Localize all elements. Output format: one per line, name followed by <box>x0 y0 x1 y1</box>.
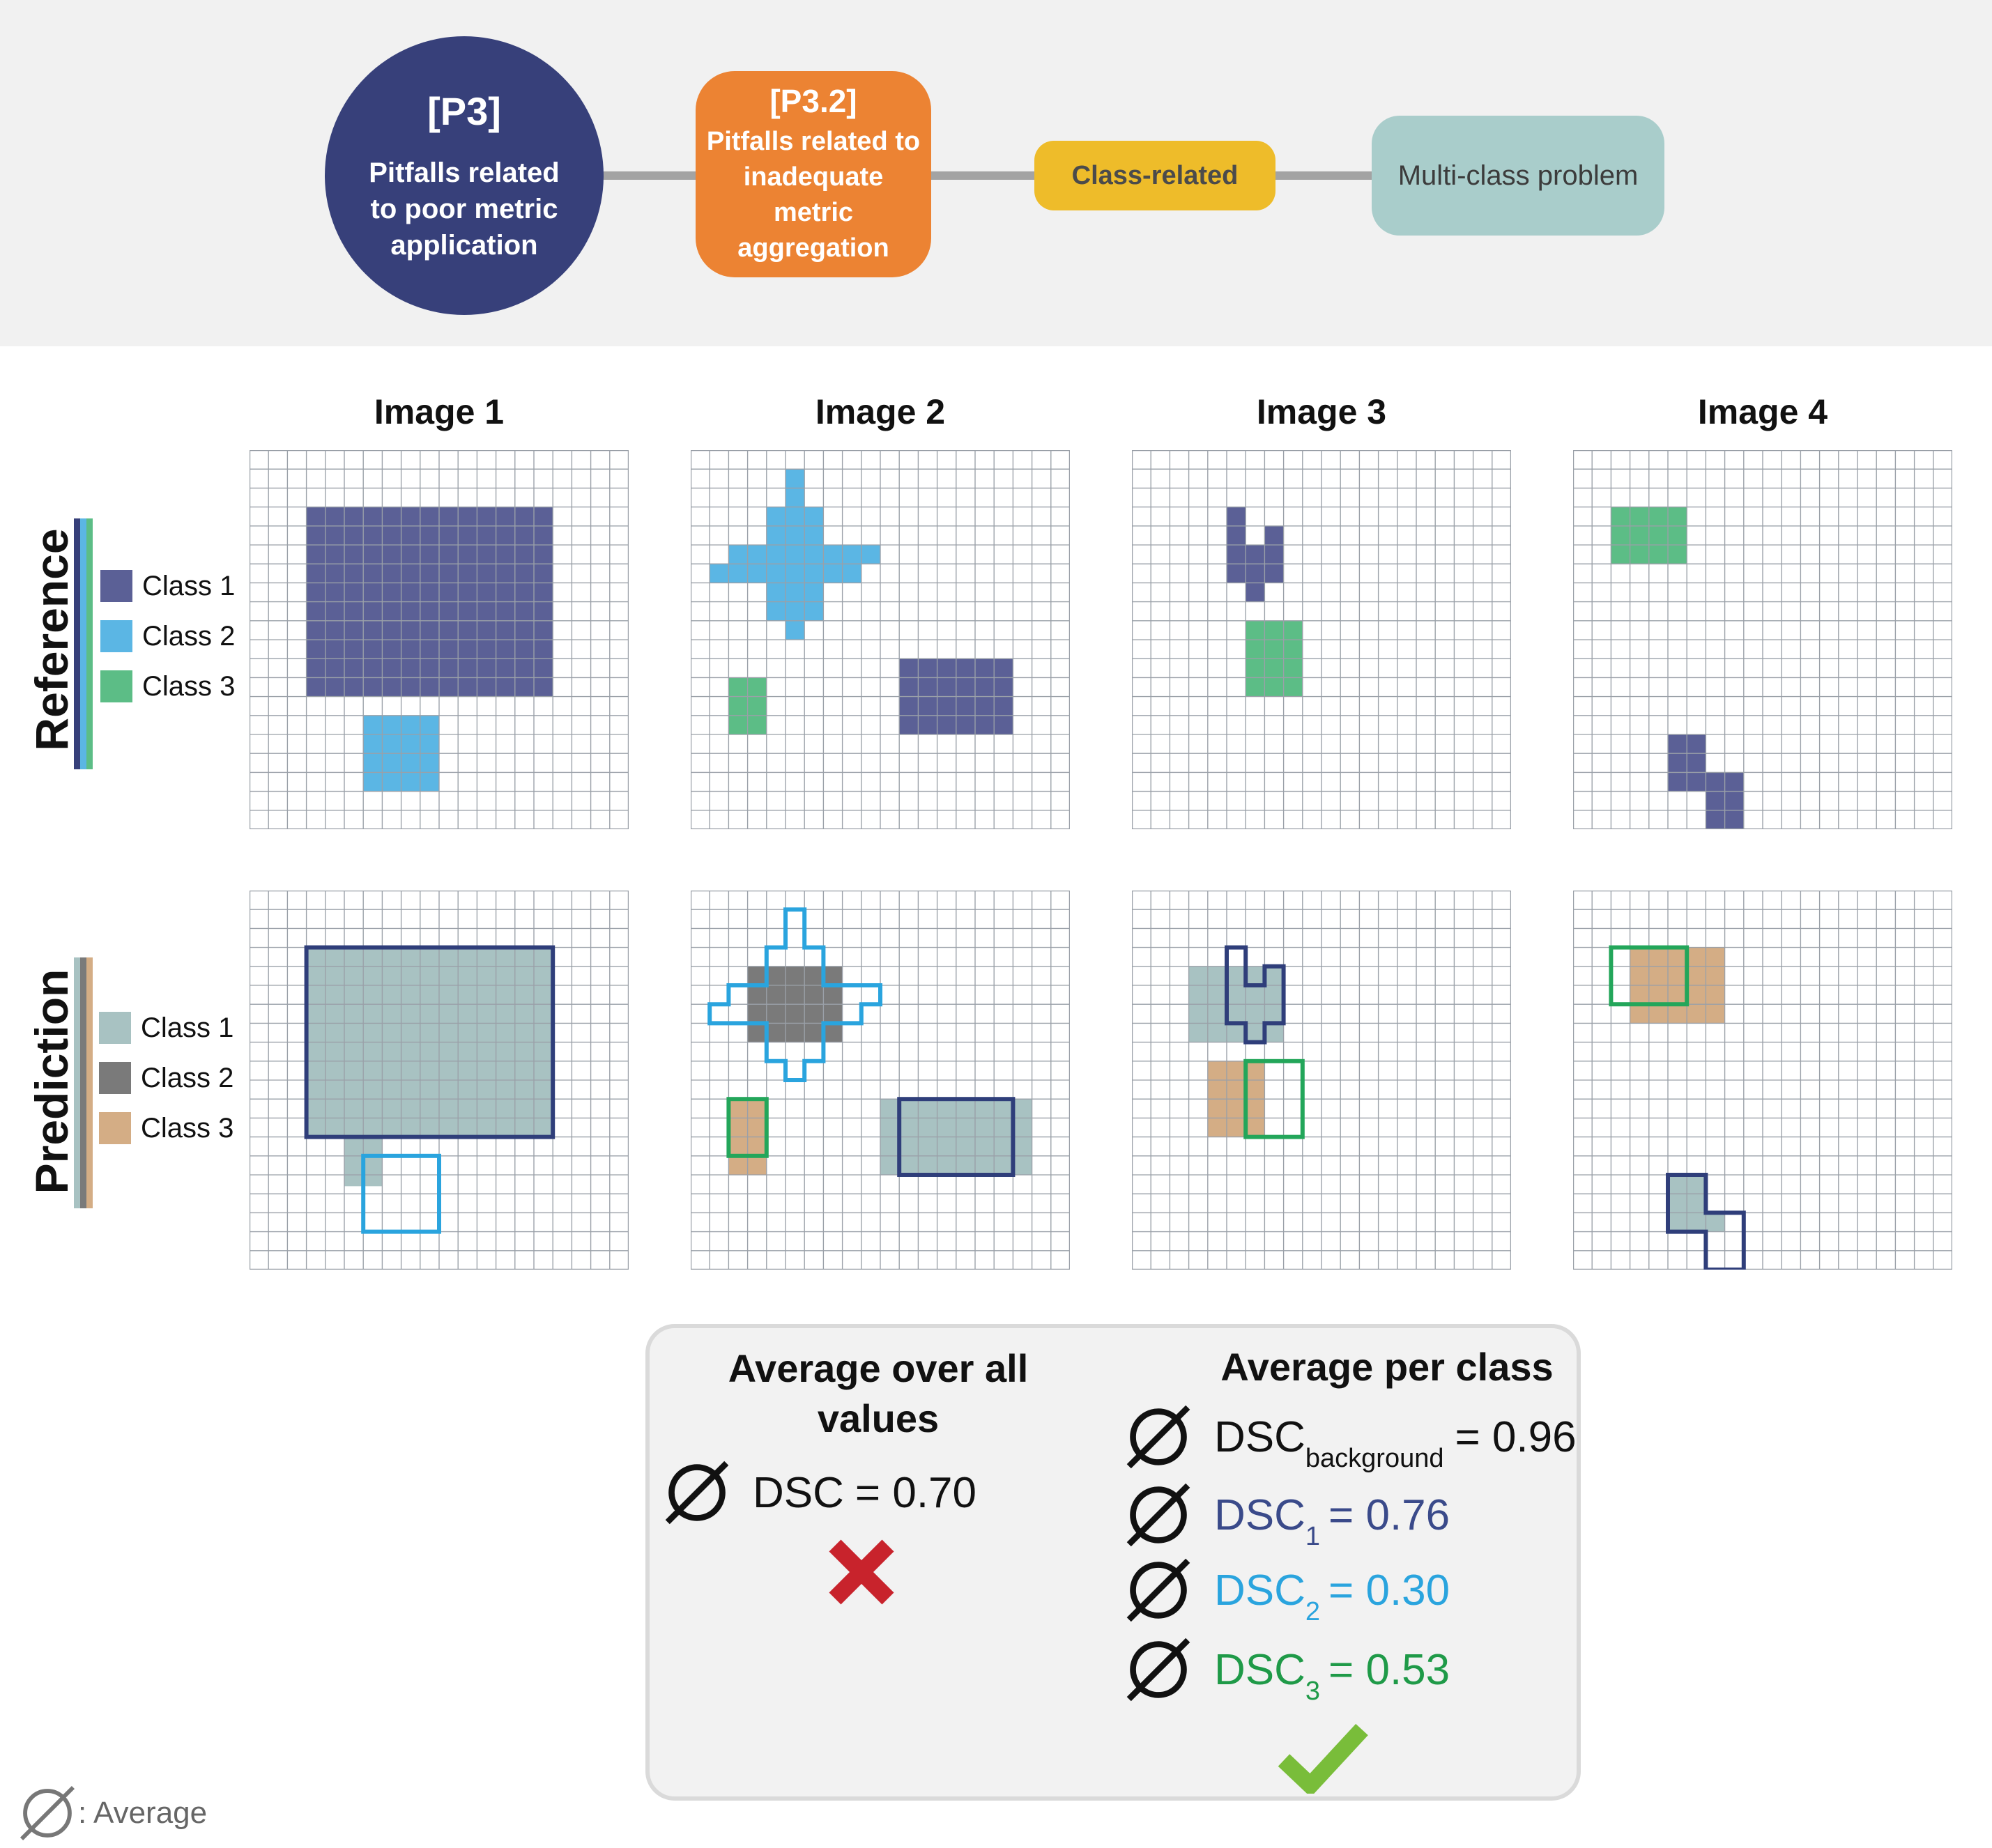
image-2-title: Image 2 <box>815 392 946 431</box>
grid-lines <box>1573 891 1952 1270</box>
ref-class3-outline <box>726 1097 769 1158</box>
prediction-bar-class2 <box>80 957 86 1208</box>
node-multi-class-problem: Multi-class problem <box>1372 116 1664 236</box>
prediction-grid-image-3 <box>1132 891 1511 1270</box>
average-symbol-icon <box>1126 1558 1190 1622</box>
legend-item: Class 3 <box>100 670 235 702</box>
footnote: : Average <box>18 1784 207 1842</box>
grid-lines <box>691 450 1070 829</box>
prediction-row-label: Prediction <box>26 969 77 1194</box>
reference-legend: Class 1 Class 2 Class 3 <box>100 570 235 702</box>
prediction-bar-class3 <box>86 957 93 1208</box>
prediction-grid-image-2 <box>691 891 1070 1270</box>
node-p3-2: [P3.2] Pitfalls related to inadequate me… <box>696 71 931 277</box>
dsc-label: DSC <box>753 1468 844 1517</box>
node-class-related: Class-related <box>1034 141 1275 210</box>
node-p3-id: [P3] <box>427 88 501 133</box>
legend-swatch <box>100 620 132 652</box>
image-1-title: Image 1 <box>374 392 505 431</box>
prediction-grid-image-1 <box>250 891 629 1270</box>
legend-item: Class 3 <box>99 1112 233 1144</box>
dsc-background-row: DSCbackground = 0.96 <box>1125 1403 1577 1473</box>
dsc-value: = 0.96 <box>1455 1412 1577 1461</box>
legend-swatch <box>99 1012 131 1044</box>
results-panel <box>645 1324 1581 1801</box>
ref-class1-outline <box>1225 945 1286 1045</box>
grid-lines <box>250 450 629 829</box>
average-symbol-icon <box>20 1785 75 1841</box>
legend-label: Class 2 <box>142 620 236 652</box>
legend-swatch <box>99 1112 131 1144</box>
reference-bar-class3 <box>86 518 93 769</box>
average-symbol-icon <box>665 1461 729 1525</box>
cross-mark-icon <box>829 1539 894 1605</box>
pred-class1-region <box>1668 1175 1725 1232</box>
legend-label: Class 2 <box>141 1062 234 1093</box>
reference-grid-image-2 <box>691 450 1070 829</box>
reference-bar-class2 <box>80 518 86 769</box>
prediction-bar-class1 <box>74 957 80 1208</box>
average-per-class-heading: Average per class <box>1220 1345 1554 1389</box>
dsc-value: = 0.30 <box>1328 1566 1450 1615</box>
grid-lines <box>1132 891 1511 1270</box>
node-p3: [P3] Pitfalls related to poor metric app… <box>325 36 604 315</box>
grid-lines <box>1132 450 1511 829</box>
legend-swatch <box>100 670 132 702</box>
class2-region <box>710 469 880 640</box>
dsc-label: DSC1 <box>1214 1491 1321 1551</box>
ref-class1-outline <box>1666 1173 1746 1270</box>
average-symbol-icon <box>1126 1483 1190 1547</box>
prediction-legend: Class 1 Class 2 Class 3 <box>99 1012 233 1144</box>
ref-class1-outline <box>897 1097 1016 1177</box>
legend-swatch <box>100 570 132 602</box>
average-all-values-result: DSC = 0.70 <box>664 1459 976 1526</box>
dsc-value: = 0.76 <box>1328 1491 1450 1539</box>
legend-label: Class 3 <box>142 670 236 702</box>
ref-class2-outline <box>361 1153 441 1234</box>
ref-class3-outline <box>1609 945 1690 1007</box>
node-p3-2-id: [P3.2] <box>769 83 857 119</box>
reference-grid-image-1 <box>250 450 629 829</box>
legend-label: Class 1 <box>141 1012 234 1043</box>
reference-grid-image-3 <box>1132 450 1511 829</box>
ref-class2-outline <box>707 907 882 1082</box>
legend-item: Class 1 <box>100 570 235 602</box>
average-symbol-icon <box>1126 1405 1190 1469</box>
grid-lines <box>1573 450 1952 829</box>
dsc-label: DSC3 <box>1214 1645 1321 1706</box>
dsc-value: = 0.53 <box>1328 1645 1450 1694</box>
dsc-label: DSCbackground <box>1214 1412 1444 1473</box>
image-3-title: Image 3 <box>1256 392 1387 431</box>
prediction-grid-image-4 <box>1573 891 1952 1270</box>
image-4-title: Image 4 <box>1697 392 1828 431</box>
dsc-class2-row: DSC2 = 0.30 <box>1125 1557 1450 1626</box>
reference-grid-image-4 <box>1573 450 1952 829</box>
legend-item: Class 2 <box>99 1062 233 1094</box>
legend-item: Class 2 <box>100 620 235 652</box>
legend-swatch <box>99 1062 131 1094</box>
check-mark-icon <box>1278 1723 1368 1794</box>
average-all-values-heading: Average over all values <box>728 1346 1029 1440</box>
node-p3-2-text: Pitfalls related to inadequate metric ag… <box>706 127 921 263</box>
legend-label: Class 3 <box>141 1112 234 1144</box>
footnote-text: : Average <box>78 1796 208 1830</box>
average-symbol-icon <box>1126 1638 1190 1702</box>
class1-region <box>1227 507 1284 602</box>
node-p3-text: Pitfalls related to poor metric applicat… <box>369 157 560 261</box>
reference-bar-class1 <box>74 518 80 769</box>
reference-row-label: Reference <box>26 528 77 751</box>
dsc-class3-row: DSC3 = 0.53 <box>1125 1636 1450 1706</box>
dsc-class1-row: DSC1 = 0.76 <box>1125 1481 1450 1551</box>
grid-lines <box>691 891 1070 1270</box>
dsc-label: DSC2 <box>1214 1566 1321 1626</box>
legend-label: Class 1 <box>142 570 236 601</box>
legend-item: Class 1 <box>99 1012 233 1044</box>
ref-class3-outline <box>1243 1058 1305 1139</box>
dsc-value: = 0.70 <box>855 1468 977 1517</box>
ref-class1-outline <box>304 945 556 1139</box>
